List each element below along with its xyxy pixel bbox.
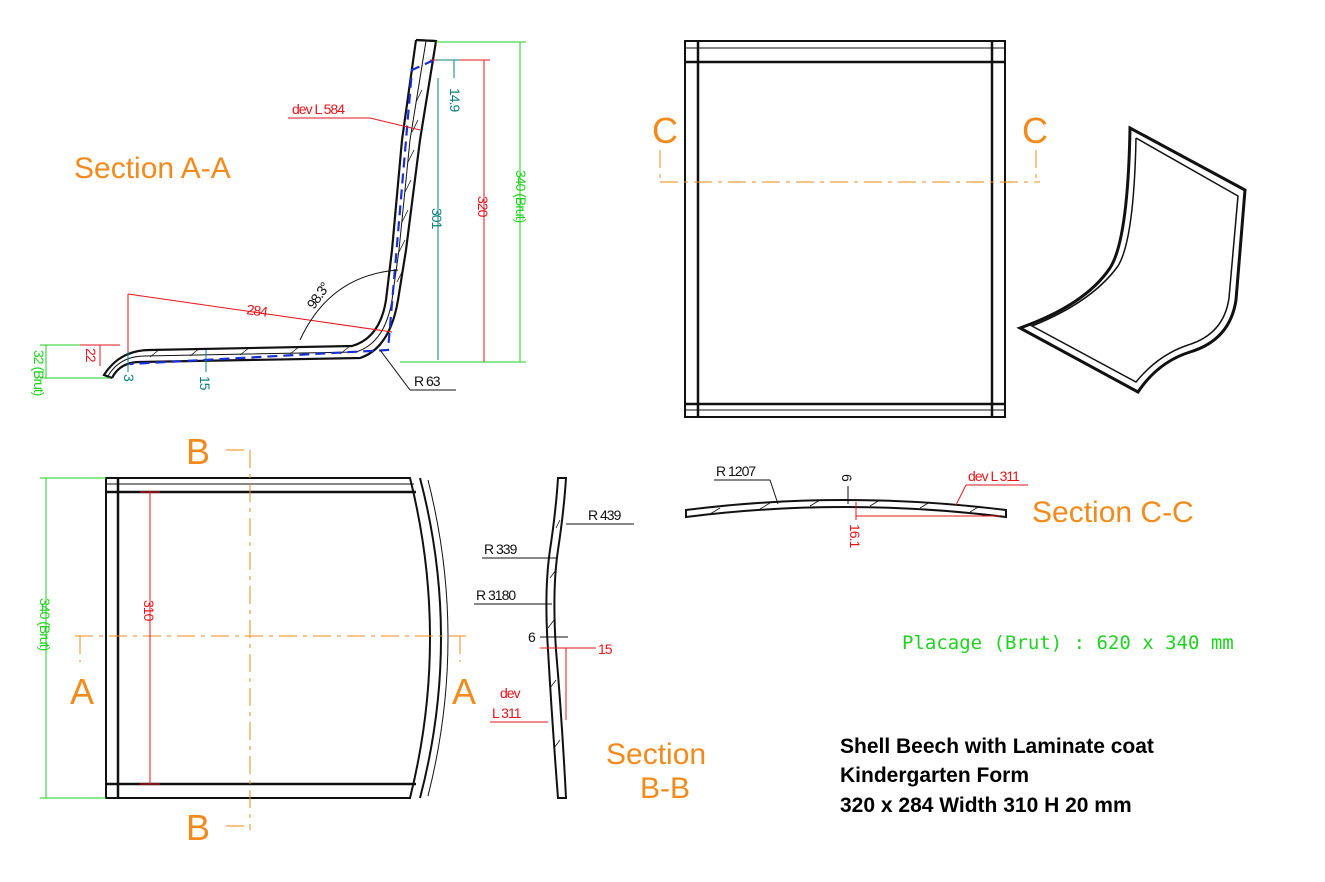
plan-dim-310: 310 [141,600,157,622]
marker-b-top: B [186,431,210,472]
dim-3: 3 [121,374,137,382]
dim-340-brut: 340 (Brut) [513,170,529,223]
marker-c-right: C [1022,110,1048,151]
section-bb-label-line2: B-B [640,772,690,805]
dim-15: 15 [197,376,213,391]
bb-dev-line2: L 311 [492,705,522,721]
dim-22: 22 [83,348,99,363]
dim-dev-584: dev L 584 [292,101,345,117]
dim-32-brut: 32 (Brut) [31,350,47,396]
marker-c-left: C [652,110,678,151]
title-line-3: 320 x 284 Width 310 H 20 mm [840,794,1132,817]
section-cc-label: Section C-C [1032,496,1194,529]
dim-angle: 98.3° [303,279,332,311]
dim-r63: R 63 [414,373,441,389]
bb-dim-6: 6 [528,629,536,645]
title-line-2: Kindergarten Form [840,764,1029,787]
cc-dim-6: 6 [839,474,855,482]
cc-dim-16-1: 16.1 [847,524,863,548]
dim-r1207: R 1207 [716,463,756,479]
title-line-1: Shell Beech with Laminate coat [840,735,1154,758]
dim-r439: R 439 [588,507,622,523]
section-bb-view: R 439 R 339 R 3180 6 15 dev L 311 Sectio… [474,477,706,805]
section-cc-hatching [709,499,981,515]
section-aa-view: Section A-A dev L 584 14.9 301 320 340 (… [31,38,529,396]
marker-b-bottom: B [186,807,210,848]
bb-dev-line1: dev [500,685,521,701]
front-view: C C [652,40,1048,418]
dim-r3180: R 3180 [476,587,516,603]
plan-view: B B A A 340 (Brut) 310 [37,431,476,848]
dim-r339: R 339 [484,541,518,557]
dim-301: 301 [429,208,445,230]
section-aa-hatching [149,89,423,358]
bb-dim-15: 15 [598,641,613,657]
section-cc-view: R 1207 6 dev L 311 16.1 Section C-C [685,463,1194,548]
section-aa-label: Section A-A [74,152,231,185]
title-block: Shell Beech with Laminate coat Kindergar… [840,735,1154,817]
section-bb-hatching [547,519,561,749]
section-bb-label-line1: Section [606,738,706,771]
cc-dev-311: dev L 311 [968,468,1020,484]
dim-284: 284 [246,301,270,320]
marker-a-right: A [452,671,476,712]
marker-a-left: A [70,671,94,712]
dim-14-9: 14.9 [447,88,463,112]
plan-dim-340-brut: 340 (Brut) [37,598,53,651]
isometric-view [1016,125,1247,394]
dim-320: 320 [475,196,491,218]
placage-note: Placage (Brut) : 620 x 340 mm [902,632,1234,654]
